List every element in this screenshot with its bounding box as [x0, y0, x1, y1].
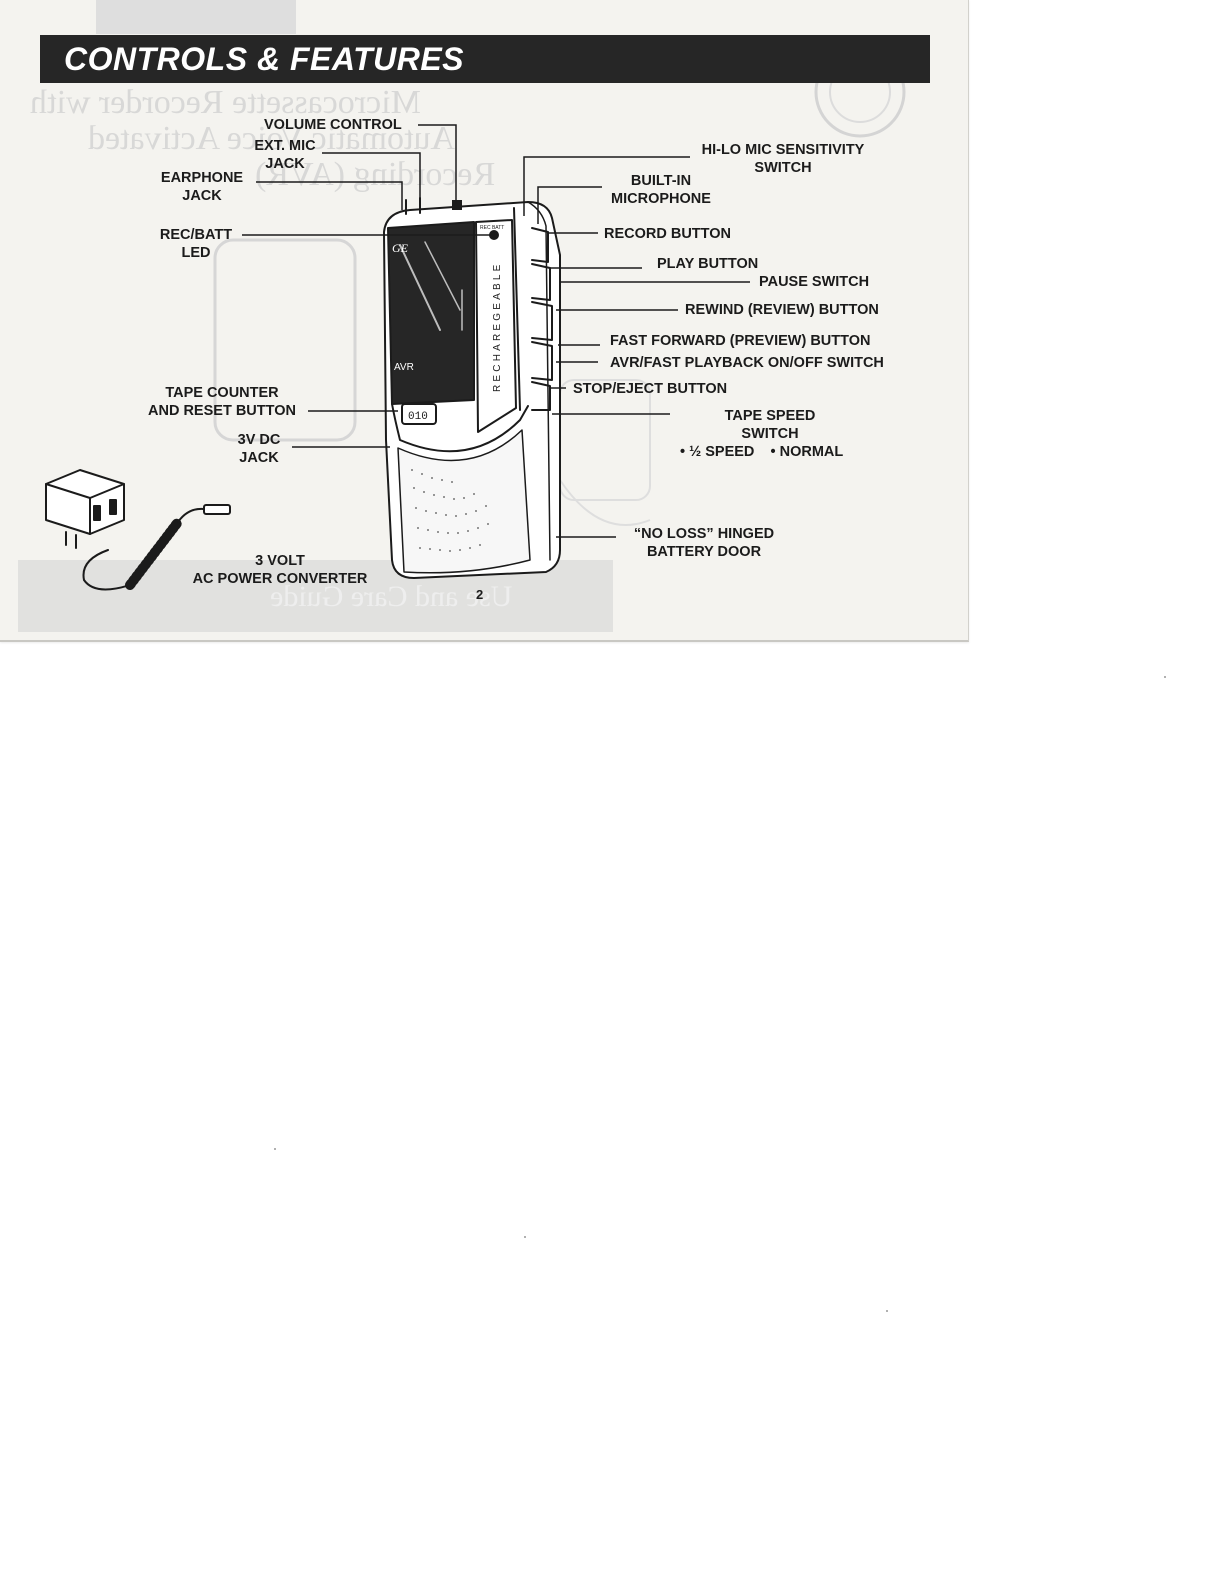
- recorder-illustration: GE REC BATT RECHAREGEABLE AVR 010: [45, 197, 561, 591]
- device-counter-digits: 010: [408, 411, 428, 423]
- label-ac-power-converter: 3 VOLT AC POWER CONVERTER: [192, 553, 368, 587]
- label-fast-forward-button: FAST FORWARD (PREVIEW) BUTTON: [610, 333, 871, 349]
- title-bar: CONTROLS & FEATURES: [40, 35, 930, 83]
- label-tape-speed-switch: TAPE SPEED SWITCH: [724, 408, 816, 442]
- device-side-text: RECHAREGEABLE: [492, 261, 503, 392]
- page-title: CONTROLS & FEATURES: [64, 41, 465, 77]
- label-rewind-button: REWIND (REVIEW) BUTTON: [685, 302, 879, 318]
- label-avr-switch: AVR/FAST PLAYBACK ON/OFF SWITCH: [610, 355, 884, 371]
- label-rec-batt-led: REC/BATT LED: [159, 227, 233, 261]
- blank-lower-area: [0, 642, 1224, 1584]
- device-brand-logo: GE: [392, 241, 409, 255]
- label-hi-lo-mic-switch: HI-LO MIC SENSITIVITY SWITCH: [701, 142, 865, 176]
- label-tape-counter: TAPE COUNTER AND RESET BUTTON: [148, 385, 296, 419]
- label-play-button: PLAY BUTTON: [657, 256, 759, 272]
- label-battery-door: “NO LOSS” HINGED BATTERY DOOR: [633, 526, 775, 560]
- speaker-panel: [397, 429, 531, 574]
- scan-speck: [524, 1236, 526, 1238]
- scan-speck: [886, 1310, 888, 1312]
- label-record-button: RECORD BUTTON: [604, 226, 732, 242]
- scanned-manual-page: Microcassette Recorder with Automatic Vo…: [0, 0, 969, 642]
- label-ext-mic-jack: EXT. MIC JACK: [254, 138, 316, 172]
- label-dc-jack: 3V DC JACK: [237, 432, 281, 466]
- label-tape-speed-options: • ½ SPEED • NORMAL: [680, 444, 844, 460]
- label-volume-control: VOLUME CONTROL: [264, 117, 402, 133]
- device-led-marking: REC BATT: [480, 225, 504, 231]
- counter-window: [401, 403, 437, 425]
- label-built-in-microphone: BUILT-IN MICROPHONE: [611, 173, 711, 207]
- page-number: 2: [476, 587, 484, 602]
- leader-lines: [242, 124, 750, 538]
- label-earphone-jack: EARPHONE JACK: [160, 170, 244, 204]
- scan-speck: [1164, 676, 1166, 678]
- scan-speck: [274, 1148, 276, 1150]
- label-stop-eject-button: STOP/EJECT BUTTON: [573, 381, 728, 397]
- label-pause-switch: PAUSE SWITCH: [759, 274, 870, 290]
- ac-adapter-drawing: [45, 469, 231, 591]
- device-model-badge: AVR: [394, 362, 414, 373]
